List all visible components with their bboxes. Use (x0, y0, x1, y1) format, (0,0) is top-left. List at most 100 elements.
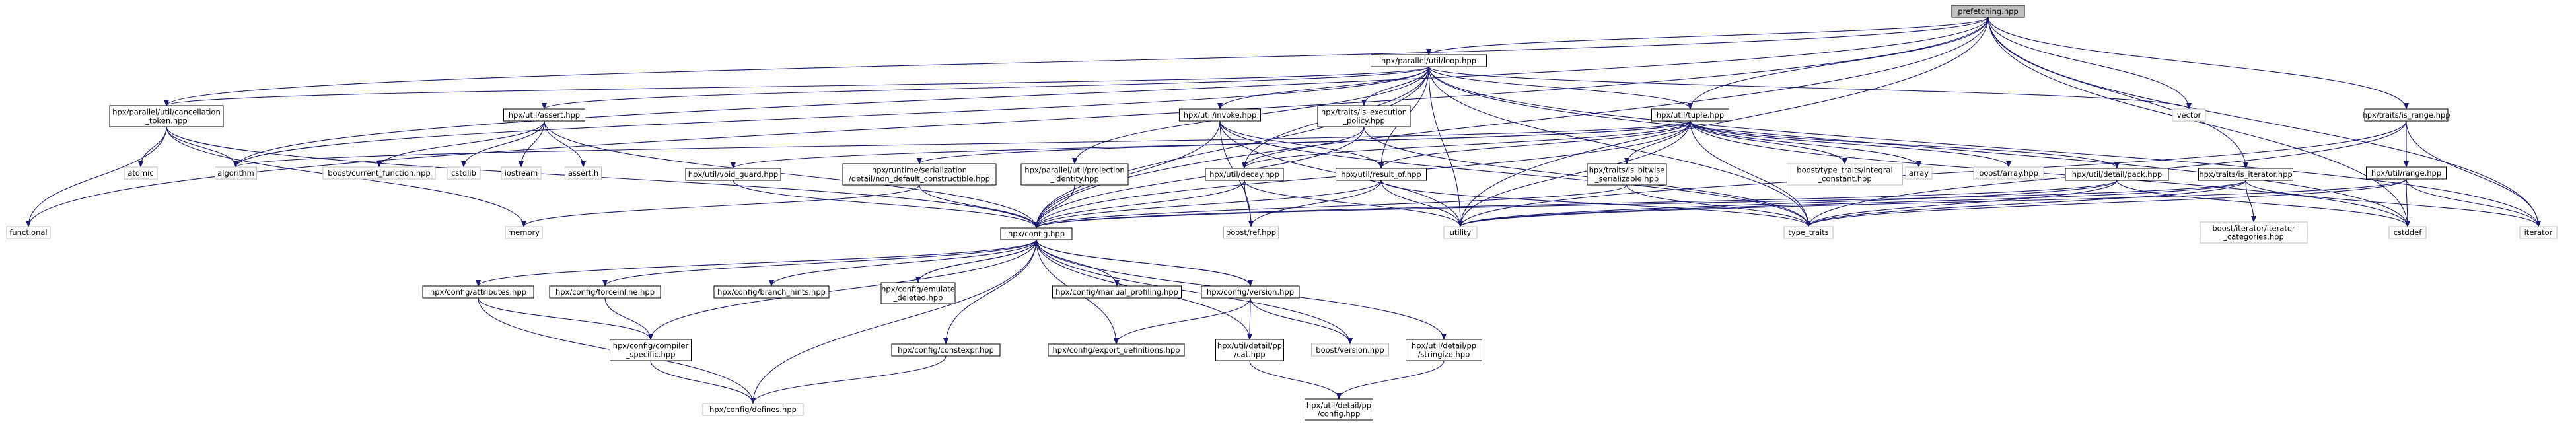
node-pp-config[interactable]: hpx/util/detail/pp/config.hpp (1305, 398, 1373, 421)
node-label: hpx/util/void_guard.hpp (688, 170, 778, 179)
edge-is_exec_policy-to-config (1034, 126, 1365, 229)
node-label: hpx/config/branch_hints.hpp (717, 287, 826, 297)
node-label: boost/array.hpp (1979, 168, 2038, 178)
node-projection[interactable]: hpx/parallel/util/projection_identity.hp… (1020, 163, 1129, 186)
edge-is_iterator-to-iter_cat (2245, 180, 2256, 223)
node-utility: utility (1443, 226, 1478, 239)
edge-tuple-to-algorithm (233, 120, 1691, 168)
edge-non_default-to-config (919, 184, 1039, 229)
node-is-iterator[interactable]: hpx/traits/is_iterator.hpp (2198, 168, 2293, 181)
node-bitwise[interactable]: hpx/traits/is_bitwise_serializable.hpp (1587, 163, 1667, 186)
node-box (1406, 339, 1482, 361)
node-label: hpx/parallel/util/projection (1024, 166, 1124, 175)
edge-version-to-config (1034, 239, 1251, 287)
node-attributes[interactable]: hpx/config/attributes.hpp (422, 285, 534, 299)
edge-prefetching-to-functional (26, 17, 1989, 227)
node-non-default[interactable]: hpx/runtime/serialization/detail/non_def… (842, 163, 997, 186)
node-void-guard[interactable]: hpx/util/void_guard.hpp (685, 168, 781, 181)
node-config[interactable]: hpx/config.hpp (1000, 227, 1073, 240)
edge-version-to-export_defs (1114, 297, 1251, 345)
node-cstddef: cstddef (2388, 226, 2427, 239)
node-label: vector (2177, 110, 2201, 120)
node-prefetching[interactable]: prefetching.hpp (1951, 5, 2025, 18)
node-box (1179, 108, 1261, 122)
node-forceinline[interactable]: hpx/config/forceinline.hpp (549, 285, 661, 299)
node-box (503, 108, 585, 122)
node-box (501, 166, 542, 180)
edge-loop-to-cstddef (1428, 66, 2410, 227)
node-label: algorithm (217, 168, 254, 178)
node-array: array (1905, 166, 1933, 180)
node-pack[interactable]: hpx/util/detail/pack.hpp (2065, 168, 2169, 181)
node-label: /stringize.hpp (1418, 350, 1470, 359)
node-box (1651, 108, 1729, 122)
node-compiler-specific[interactable]: hpx/config/compiler_specific.hpp (610, 339, 692, 361)
edge-prefetching-to-config (1034, 17, 1989, 229)
node-label: hpx/runtime/serialization (872, 166, 967, 175)
node-label: atomic (127, 168, 153, 178)
edge-config-to-manual_profiling (1036, 239, 1120, 287)
node-box (1052, 285, 1182, 299)
node-loop[interactable]: hpx/parallel/util/loop.hpp (1371, 54, 1487, 67)
edge-pack-to-config (1034, 180, 2118, 229)
node-constexpr[interactable]: hpx/config/constexpr.hpp (891, 343, 1001, 357)
node-box (2065, 168, 2169, 181)
node-label: _categories.hpp (2223, 232, 2284, 242)
node-box (6, 226, 51, 239)
edge-decay-to-config (1034, 180, 1245, 229)
node-emulate-deleted[interactable]: hpx/config/emulate_deleted.hpp (880, 282, 956, 304)
edge-is_iterator-to-iterator (2245, 180, 2541, 227)
edge-is_range-to-iterator (2406, 120, 2541, 227)
node-box (109, 105, 224, 127)
node-invoke[interactable]: hpx/util/invoke.hpp (1179, 108, 1261, 122)
node-label: hpx/util/range.hpp (2371, 168, 2441, 178)
node-box (842, 163, 997, 186)
node-label: /cat.hpp (1234, 350, 1265, 359)
node-box (1000, 227, 1073, 240)
node-label: _identity.hpp (1050, 174, 1099, 184)
node-tuple[interactable]: hpx/util/tuple.hpp (1651, 108, 1729, 122)
node-decay[interactable]: hpx/util/decay.hpp (1205, 168, 1284, 181)
node-box (1587, 163, 1667, 186)
edge-assert-to-assert_h (544, 120, 586, 168)
node-box (2364, 108, 2449, 122)
edge-result_of-to-boost_ref (1248, 180, 1382, 227)
node-cancellation[interactable]: hpx/parallel/util/cancellation_token.hpp (109, 105, 224, 127)
node-range[interactable]: hpx/util/range.hpp (2366, 166, 2447, 180)
node-pp-cat[interactable]: hpx/util/detail/pp/cat.hpp (1215, 339, 1284, 361)
node-version[interactable]: hpx/config/version.hpp (1201, 285, 1300, 299)
node-label: _deleted.hpp (893, 293, 943, 303)
edge-loop-to-is_exec_policy (1361, 66, 1429, 106)
node-result-of[interactable]: hpx/util/result_of.hpp (1336, 168, 1427, 181)
node-box (2388, 226, 2427, 239)
edge-invoke-to-type_traits (1219, 120, 1811, 227)
edge-tuple-to-type_traits (1690, 120, 1811, 227)
node-memory: memory (505, 226, 543, 239)
node-box (565, 166, 602, 180)
edge-prefetching-to-is_range (1987, 17, 2409, 110)
node-branch-hints[interactable]: hpx/config/branch_hints.hpp (713, 285, 830, 299)
node-label: _specific.hpp (626, 350, 676, 359)
node-box (880, 282, 956, 304)
edge-tuple-to-boost_array (1690, 120, 2011, 168)
node-box (1443, 226, 1478, 239)
node-is-exec-policy[interactable]: hpx/traits/is_execution_policy.hpp (1317, 105, 1411, 127)
edge-range-to-type_traits (1806, 178, 2407, 227)
node-manual-profiling[interactable]: hpx/config/manual_profiling.hpp (1052, 285, 1182, 299)
node-box (447, 166, 481, 180)
node-export-defs[interactable]: hpx/config/export_definitions.hpp (1048, 343, 1185, 357)
edge-projection-to-config (1034, 184, 1075, 229)
node-pp-stringize[interactable]: hpx/util/detail/pp/stringize.hpp (1406, 339, 1482, 361)
edge-loop-to-algorithm (233, 66, 1429, 168)
node-box (2172, 108, 2206, 122)
node-is-range[interactable]: hpx/traits/is_range.hpp (2362, 108, 2451, 122)
edge-prefetching-to-tuple (1688, 17, 1989, 110)
edge-config-to-boost_version (1036, 239, 1353, 345)
node-box (2366, 166, 2447, 180)
node-assert[interactable]: hpx/util/assert.hpp (503, 108, 585, 122)
edge-cancellation-to-algorithm (166, 126, 238, 168)
edge-prefetching-to-vector (1987, 17, 2192, 110)
edge-tuple-to-integral (1690, 120, 1847, 164)
node-box (1205, 168, 1284, 181)
edge-loop-to-assert (542, 66, 1429, 110)
